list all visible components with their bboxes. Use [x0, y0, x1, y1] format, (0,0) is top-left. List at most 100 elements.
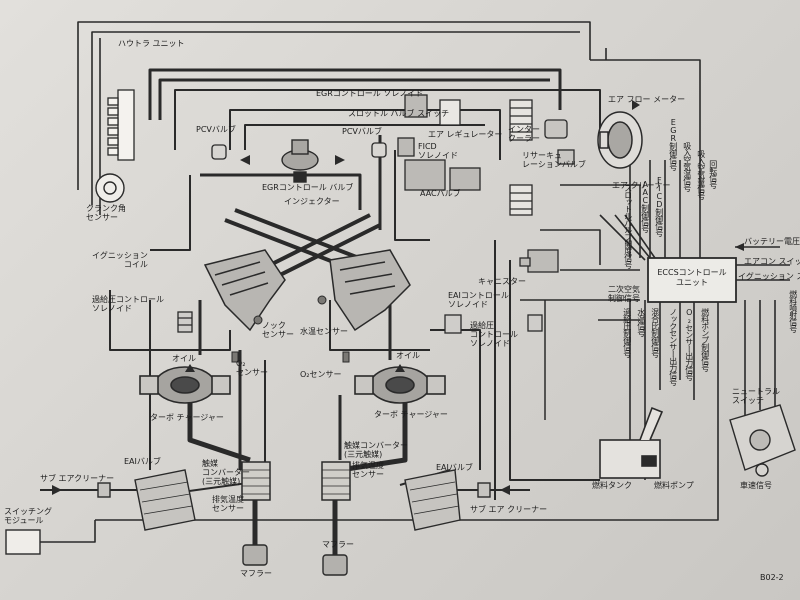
intake-manifold-cross — [224, 208, 391, 292]
egr-control-valve — [281, 139, 319, 183]
label-ignition-coil: イグニッション コイル — [92, 251, 148, 269]
label-pcv-valve-left: PCVバルブ — [196, 125, 236, 134]
label-eai-valve-left: EAIバルブ — [124, 457, 161, 466]
label-water-temp-sensor: 水温センサー — [300, 327, 348, 336]
label-vehicle-speed-signal: 車速信号 — [740, 481, 772, 490]
intake-pipe-mid — [174, 89, 601, 150]
flow-arrows — [52, 100, 744, 495]
switching-module — [5, 529, 41, 555]
cylinder-head-left — [203, 249, 286, 332]
wiring-harness-top-2 — [91, 31, 580, 205]
wiring-harness-top — [77, 21, 591, 190]
label-turbo-right: ターボ チャージャー — [374, 410, 448, 419]
muffler-right — [322, 554, 348, 576]
signal-injection: 燃料噴射信号 — [788, 290, 798, 332]
oil-line-right — [329, 300, 430, 351]
muffler-left — [242, 544, 268, 566]
fuel-tank — [599, 406, 664, 479]
signal-boost: 過給圧制御信号 — [622, 308, 632, 357]
label-switching-module: スイッチング モジュール — [4, 507, 52, 525]
boost-control-solenoid-left — [177, 311, 193, 333]
label-secondary-air-signal: 二次空気 制御信号 — [608, 285, 640, 303]
knock-sensor — [253, 315, 263, 325]
water-temp-sensor — [317, 295, 327, 305]
boost-control-solenoid-right — [527, 314, 543, 332]
label-injector: インジェクター — [284, 197, 340, 206]
label-egr-control-solenoid: EGRコントロール ソレノイド — [316, 89, 424, 98]
signal-o2: O₂センサー出力信号 — [684, 308, 694, 380]
label-oil-right: オイル — [396, 351, 420, 360]
label-air-flow-meter: エア フロー メーター — [608, 95, 686, 104]
signal-knock: ノックセンサー出力信号 — [668, 308, 678, 385]
label-turbo-left: ターボ チャージャー — [150, 413, 224, 422]
cylinder-head-right — [329, 249, 411, 332]
catalytic-converter-right — [321, 461, 351, 501]
oil-line-left — [109, 290, 231, 351]
label-exhaust-temp-right: 排気温度 センサー — [352, 461, 384, 479]
label-muffler-left: マフラー — [240, 569, 272, 578]
air-flow-meter — [597, 111, 643, 169]
canister — [519, 249, 559, 273]
crank-angle-sensor — [95, 173, 125, 203]
turbocharger-right — [354, 366, 446, 404]
pcv-valve-right — [371, 142, 387, 158]
label-egr-control-valve: EGRコントロール バルブ — [262, 183, 354, 192]
label-ignition-switch: イグニッション スイッチ — [738, 272, 800, 281]
label-muffler-right: マフラー — [322, 540, 354, 549]
signal-rpm: 回転信号 — [708, 160, 718, 188]
neutral-switch — [729, 404, 796, 477]
label-catalyst-left: 触媒 コンバーター (三元触媒) — [202, 459, 250, 486]
signal-fico: FICD制御信号 — [654, 176, 664, 236]
label-aircon-switch: エアコン スイッチ — [744, 257, 800, 266]
signal-throttle: スロットルバルブ開度信号 — [623, 184, 633, 268]
label-ecu: ECCSコントロール ユニット — [657, 268, 727, 287]
label-battery-voltage: バッテリー電圧より — [744, 237, 800, 246]
label-boost-control-solenoid-right: 過給圧 コントロール ソレノイド — [470, 321, 518, 348]
pcv-valve-left — [211, 144, 227, 160]
label-eai-control-solenoid: EAIコントロール ソレノイド — [448, 291, 509, 309]
label-fico-solenoid: FICD ソレノイド — [418, 142, 458, 160]
intercooler — [509, 99, 533, 216]
exhaust-pipe-right — [339, 395, 408, 473]
label-fuel-pump: 燃料ポンプ — [654, 481, 694, 490]
signal-intake-temp: 吸入空気温信号 — [682, 142, 692, 191]
label-air-cleaner: エア クリーナー — [612, 181, 671, 190]
label-eai-valve-right: EAIバルブ — [436, 463, 473, 472]
ecu-harness — [560, 184, 641, 258]
label-knock-sensor: ノック センサー — [262, 321, 294, 339]
label-canister: キャニスター — [478, 277, 526, 286]
label-throttle-valve-switch: スロットル バルブ スイッチ — [348, 109, 450, 118]
sub-air-cleaner-left — [97, 469, 196, 531]
label-oil-left: オイル — [172, 354, 196, 363]
label-crank-sensor: クランク角 センサー — [86, 204, 126, 222]
label-intercooler: インター クーラー — [508, 125, 540, 143]
sub-air-cleaner-right — [404, 469, 491, 531]
o2-sensor-right — [342, 351, 350, 363]
o2-sensor-left — [231, 351, 239, 363]
label-air-regulator: エア レギュレーター — [428, 130, 503, 139]
label-catalyst-right: 触媒コンバーター (三元触媒) — [344, 441, 408, 459]
label-aac-valve: AACバルブ — [420, 189, 461, 198]
label-figure-code: B02-2 — [760, 573, 784, 582]
label-hawtra-unit: ハウトラ ユニット — [118, 39, 185, 48]
label-fuel-tank: 燃料タンク — [592, 481, 632, 490]
label-o2-sensor-left: O₂ センサー — [236, 359, 268, 377]
label-exhaust-temp-left: 排気温度 センサー — [212, 495, 244, 513]
label-o2-sensor-right: O₂センサー — [300, 370, 342, 379]
signal-air-flow: 吸入空気量信号 — [696, 150, 706, 199]
label-neutral-switch: ニュートラル スイッチ — [732, 387, 780, 405]
throttle-body-cluster — [397, 94, 481, 191]
signal-mix-ratio: 混合比制御信号 — [650, 308, 660, 357]
signal-egr: EGR制御信号 — [668, 118, 678, 170]
ecu-unit — [647, 257, 737, 303]
signal-aac: AAC制御信号 — [640, 180, 650, 232]
label-pcv-valve-right: PCVバルブ — [342, 127, 382, 136]
label-boost-control-solenoid-left: 過給圧コントロール ソレノイド — [92, 295, 164, 313]
exhaust-pipe-left — [187, 400, 251, 463]
label-sub-air-cleaner-right: サブ エア クリーナー — [470, 505, 548, 514]
label-sub-air-cleaner-left: サブ エアクリーナー — [40, 474, 115, 483]
turbocharger-left — [139, 366, 231, 404]
hawtra-unit-connector — [107, 89, 135, 161]
